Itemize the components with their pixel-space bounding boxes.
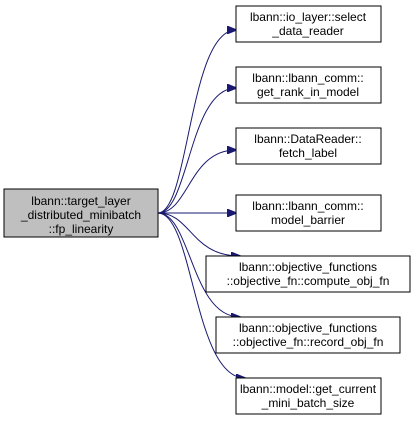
node-box [215, 316, 401, 354]
node-lbann-comm-get-rank-in-model[interactable]: lbann::lbann_comm:: get_rank_in_model [235, 66, 382, 104]
node-box [235, 66, 382, 104]
node-line-1: lbann::model::get_current [240, 382, 377, 396]
node-line-2: ::objective_fn::compute_obj_fn [227, 274, 390, 288]
node-line-1: lbann::objective_functions [239, 321, 377, 335]
node-line-1: lbann::lbann_comm:: [252, 71, 363, 85]
call-edge-0 [157, 30, 236, 214]
call-edge-5 [157, 212, 240, 317]
call-edge-2 [157, 150, 236, 214]
node-line-2: fetch_label [279, 146, 337, 160]
root-node-line-3: ::fp_linearity [49, 222, 114, 236]
node-line-2: get_rank_in_model [257, 85, 359, 99]
node-line-1: lbann::objective_functions [239, 260, 377, 274]
root-node-box [3, 188, 159, 238]
root-node-line-2: _distributed_minibatch [20, 208, 141, 222]
call-edge-4 [157, 212, 240, 256]
node-datareader-fetch-label[interactable]: lbann::DataReader:: fetch_label [235, 127, 382, 165]
node-lbann-comm-model-barrier[interactable]: lbann::lbann_comm:: model_barrier [235, 194, 382, 232]
node-box [235, 377, 382, 415]
root-node-line-1: lbann::target_layer [31, 194, 130, 208]
call-edges [157, 30, 245, 378]
node-line-2: _data_reader [271, 24, 343, 38]
node-objective-fn-record-obj-fn[interactable]: lbann::objective_functions ::objective_f… [215, 316, 401, 354]
call-edge-1 [157, 88, 236, 214]
node-line-2: _mini_batch_size [261, 396, 355, 410]
node-io-layer-select-data-reader[interactable]: lbann::io_layer::select _data_reader [235, 5, 382, 43]
call-edge-6 [157, 212, 245, 378]
node-model-get-current-mini-batch-size[interactable]: lbann::model::get_current _mini_batch_si… [235, 377, 382, 415]
node-line-1: lbann::io_layer::select [250, 10, 367, 24]
node-line-1: lbann::DataReader:: [254, 132, 361, 146]
root-node-fp-linearity[interactable]: lbann::target_layer _distributed_minibat… [3, 188, 159, 238]
node-line-2: ::objective_fn::record_obj_fn [233, 335, 384, 349]
node-box [205, 255, 411, 293]
node-box [235, 194, 382, 232]
node-box [235, 5, 382, 43]
node-line-1: lbann::lbann_comm:: [252, 199, 363, 213]
node-line-2: model_barrier [271, 213, 345, 227]
node-box [235, 127, 382, 165]
node-objective-fn-compute-obj-fn[interactable]: lbann::objective_functions ::objective_f… [205, 255, 411, 293]
